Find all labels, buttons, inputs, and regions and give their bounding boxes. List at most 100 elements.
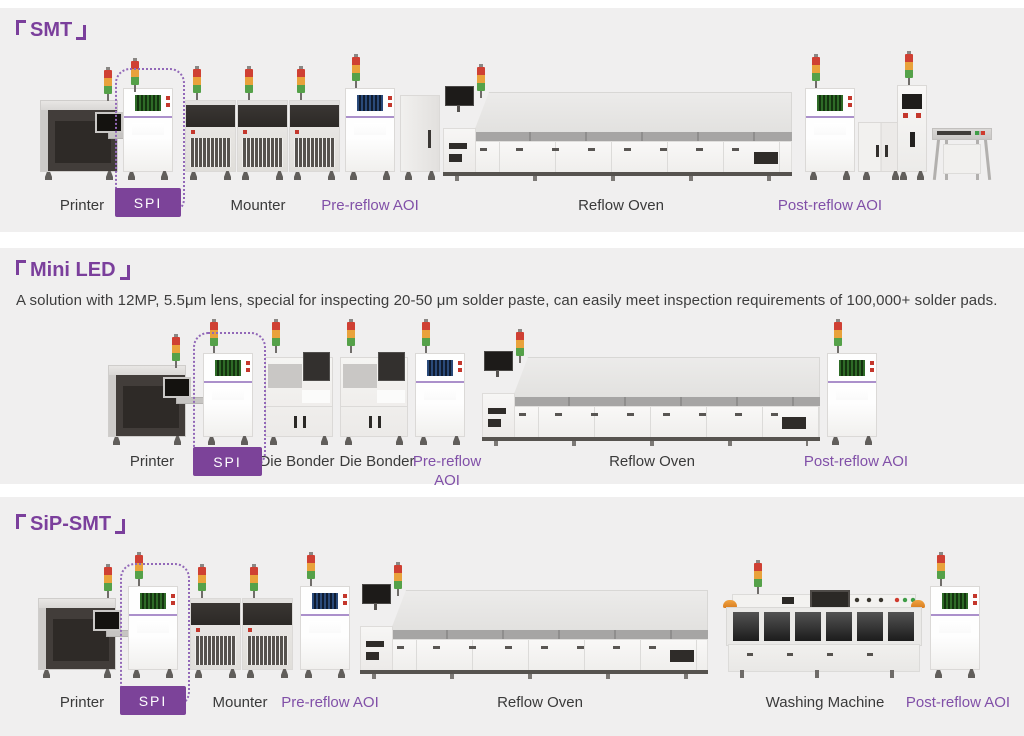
double-door-cabinet <box>858 122 904 180</box>
signal-tower-icon <box>834 319 842 353</box>
spi-badge: SPI <box>193 447 262 476</box>
post-reflow-aoi-machine <box>827 353 877 445</box>
signal-tower-icon <box>352 54 360 88</box>
signal-tower-icon <box>754 560 762 594</box>
signal-tower-icon <box>104 67 112 101</box>
label-printer: Printer <box>59 197 105 214</box>
aoi-machine-front <box>300 586 350 670</box>
smt-section: SMT <box>0 8 1024 232</box>
aoi-machine-front <box>930 586 980 670</box>
spi-machine <box>123 88 173 180</box>
sip-smt-section: SiP-SMT <box>0 497 1024 736</box>
signal-tower-icon <box>245 66 253 100</box>
pre-reflow-aoi-machine <box>345 88 395 180</box>
washer-windows <box>726 607 922 646</box>
washer-feet <box>740 670 908 678</box>
printer-body <box>40 100 118 172</box>
oven-vent <box>754 152 778 164</box>
signal-tower-icon <box>516 329 524 363</box>
spi-machine-front <box>123 88 173 172</box>
conveyor-machine <box>932 128 992 181</box>
section-title-text: SiP-SMT <box>30 512 112 535</box>
conveyor-leg <box>983 137 992 181</box>
label-reflow-oven: Reflow Oven <box>609 453 695 470</box>
washer-lower-body <box>728 644 920 672</box>
mounter-body <box>237 100 288 172</box>
oven-vent <box>782 417 806 429</box>
aoi-machine-front <box>805 88 855 172</box>
label-reflow-oven: Reflow Oven <box>497 694 583 711</box>
section-title-text: SMT <box>30 18 73 41</box>
signal-tower-icon <box>297 66 305 100</box>
pre-reflow-aoi-machine <box>415 353 465 445</box>
label-post-reflow-aoi: Post-reflow AOI <box>777 197 883 214</box>
mounter-body <box>185 100 236 172</box>
smt-section-title: SMT <box>16 18 87 42</box>
die-bonder-panel <box>378 352 405 381</box>
label-pre-reflow-aoi-line1: Pre-reflow <box>412 453 482 470</box>
oven-feet <box>372 674 696 679</box>
label-die-bonder: Die Bonder <box>259 453 335 470</box>
die-bonder-machine <box>340 352 408 445</box>
signal-tower-icon <box>477 64 485 98</box>
oven-base <box>360 670 708 674</box>
bracket-open-icon <box>16 260 26 275</box>
bracket-open-icon <box>16 514 26 529</box>
spi-machine <box>203 353 253 445</box>
sip-smt-section-title: SiP-SMT <box>16 512 126 536</box>
die-bonder-machine <box>265 352 333 445</box>
mounter-module <box>185 100 236 180</box>
signal-tower-icon <box>250 564 258 598</box>
spi-badge: SPI <box>120 686 186 715</box>
printer-monitor <box>93 610 121 631</box>
signal-tower-icon <box>394 562 402 596</box>
washer-indicator-lights <box>854 597 918 604</box>
terminal-front <box>897 85 927 172</box>
mounter-module <box>242 598 293 678</box>
conveyor-panel <box>943 144 981 174</box>
label-mounter: Mounter <box>212 694 268 711</box>
oven-lid <box>512 357 820 399</box>
label-die-bonder: Die Bonder <box>339 453 415 470</box>
label-pre-reflow-aoi-line2: AOI <box>434 472 460 489</box>
mounter-body <box>190 598 241 670</box>
oven-feet <box>455 176 780 181</box>
washer-display <box>782 597 794 604</box>
oven-band <box>473 132 792 141</box>
label-pre-reflow-aoi: Pre-reflow AOI <box>281 694 379 711</box>
die-bonder-panel <box>303 352 330 381</box>
printer-body <box>108 365 186 437</box>
cabinet-door <box>400 95 440 172</box>
label-printer: Printer <box>129 453 175 470</box>
reflow-oven-machine <box>482 345 820 446</box>
pre-reflow-aoi-machine <box>300 586 350 678</box>
beacon-light-icon <box>723 600 737 608</box>
signal-tower-icon <box>905 51 913 85</box>
printer-monitor <box>163 377 191 398</box>
signal-tower-icon <box>812 54 820 88</box>
label-mounter: Mounter <box>230 197 286 214</box>
reflow-oven-machine <box>360 578 708 679</box>
signal-tower-icon <box>172 334 180 368</box>
oven-entry <box>482 393 515 439</box>
signal-tower-icon <box>307 552 315 586</box>
beacon-light-icon <box>911 600 925 608</box>
signal-tower-icon <box>104 564 112 598</box>
oven-base <box>482 437 820 441</box>
bracket-close-icon <box>119 265 130 280</box>
spi-badge: SPI <box>115 188 181 217</box>
label-printer: Printer <box>59 694 105 711</box>
bracket-close-icon <box>115 519 126 534</box>
post-reflow-aoi-machine <box>930 586 980 678</box>
oven-entry <box>443 128 476 174</box>
label-post-reflow-aoi: Post-reflow AOI <box>803 453 909 470</box>
solution-description: A solution with 12MP, 5.5μm lens, specia… <box>16 292 998 309</box>
signal-tower-icon <box>131 58 139 92</box>
label-pre-reflow-aoi: Pre-reflow AOI <box>397 452 497 490</box>
bracket-close-icon <box>76 25 87 40</box>
oven-body <box>482 406 820 439</box>
aoi-machine-front <box>827 353 877 437</box>
oven-monitor <box>362 584 391 610</box>
label-reflow-oven: Reflow Oven <box>578 197 664 214</box>
oven-body <box>443 141 792 174</box>
